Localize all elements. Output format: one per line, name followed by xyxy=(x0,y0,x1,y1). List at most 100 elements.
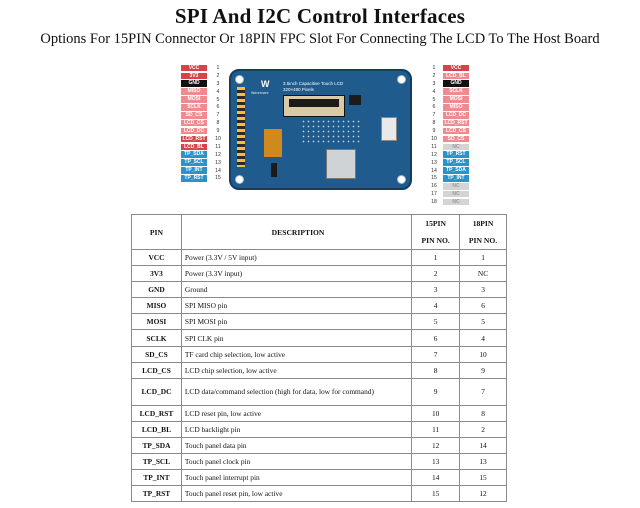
pin15-number-cell: 6 xyxy=(411,329,461,347)
left-pin-number: 3 xyxy=(216,80,220,87)
right-pin-number: 17 xyxy=(431,191,437,198)
pin15-number-cell: 1 xyxy=(411,248,461,267)
description-cell: SPI CLK pin xyxy=(180,329,413,347)
touch-connector xyxy=(271,163,277,177)
pin15-number-cell: 14 xyxy=(411,469,461,487)
left-pin-number: 10 xyxy=(215,135,221,142)
description-cell: TF card chip selection, low active xyxy=(180,345,413,363)
description-cell: Ground xyxy=(180,281,413,299)
header-description: DESCRIPTION xyxy=(180,214,413,250)
left-pin-label: MOSI xyxy=(181,96,207,103)
description-cell: LCD reset pin, low active xyxy=(180,404,413,422)
right-pin-number: 14 xyxy=(431,167,437,174)
left-pin-number: 1 xyxy=(216,64,220,71)
pin-name-cell: TP_RST xyxy=(131,485,182,503)
pin18-number-cell: 4 xyxy=(459,329,507,347)
header-15pin-line1: 15PIN xyxy=(425,219,446,228)
right-pin-label: LCD_DC xyxy=(443,112,469,119)
left-pin-label: SCLK xyxy=(181,104,207,111)
mounting-hole xyxy=(235,175,244,184)
left-pin-row: LCD_RST 10 xyxy=(181,135,227,143)
left-pin-label: LCD_RST xyxy=(181,135,207,143)
right-pin-number: 16 xyxy=(431,183,437,190)
left-pin-number: 4 xyxy=(216,88,220,95)
pin-name-cell: LCD_BL xyxy=(131,420,182,438)
mounting-hole xyxy=(397,75,406,84)
pin-name-cell: SCLK xyxy=(131,329,182,347)
pin18-number-cell: 9 xyxy=(459,361,507,379)
right-pin-label: NC xyxy=(443,190,469,198)
pin-name-cell: LCD_DC xyxy=(131,377,182,406)
description-cell: Touch panel interrupt pin xyxy=(180,469,413,487)
description-cell: LCD chip selection, low active xyxy=(180,361,413,379)
pin18-number-cell: 6 xyxy=(459,297,507,315)
pin15-number-cell: 13 xyxy=(411,453,461,471)
pin15-number-cell: 7 xyxy=(411,345,461,363)
description-cell: Touch panel clock pin xyxy=(180,453,413,471)
left-pin-number: 7 xyxy=(216,112,220,119)
right-pin-label: SD_CS xyxy=(443,135,469,143)
table-header-row: PIN DESCRIPTION 15PIN PIN NO. 18PIN PIN … xyxy=(131,214,507,250)
connector-latch xyxy=(289,99,339,107)
header-18pin-line2: PIN NO. xyxy=(468,236,498,245)
pin18-number-cell: 15 xyxy=(459,469,507,487)
left-pin-label: TP_INT xyxy=(181,167,207,174)
header-pin: PIN xyxy=(131,214,182,250)
pin15-number-cell: 12 xyxy=(411,436,461,455)
left-pin-number: 14 xyxy=(215,167,221,174)
pin18-number-cell: 1 xyxy=(459,248,507,267)
right-pin-row: 10 SD_CS xyxy=(427,135,473,143)
right-pin-label: TP_INT xyxy=(443,175,469,182)
right-pin-number: 11 xyxy=(431,143,437,150)
left-pin-number: 5 xyxy=(216,96,220,103)
right-pin-number: 15 xyxy=(431,175,437,182)
pin-name-cell: VCC xyxy=(131,248,182,267)
page-title: SPI And I2C Control Interfaces xyxy=(174,4,466,28)
pin15-number-cell: 10 xyxy=(411,404,461,422)
pin-name-cell: MOSI xyxy=(131,313,182,331)
right-pin-number: 13 xyxy=(431,159,437,166)
header-18pin: 18PIN PIN NO. xyxy=(459,214,507,250)
header-15pin: 15PIN PIN NO. xyxy=(411,214,461,250)
pin-name-cell: 3V3 xyxy=(131,265,182,283)
right-pin-number: 6 xyxy=(432,104,436,111)
mounting-hole xyxy=(235,75,244,84)
description-cell: Touch panel data pin xyxy=(180,436,413,455)
right-pin-number: 10 xyxy=(431,135,437,142)
left-pin-number: 9 xyxy=(216,128,220,135)
right-pin-label: NC xyxy=(443,143,469,151)
page-subtitle: Options For 15PIN Connector Or 18PIN FPC… xyxy=(40,31,600,47)
right-pin-label: VCC xyxy=(443,64,469,72)
pin-name-cell: LCD_CS xyxy=(131,361,182,379)
pin-description-table: PIN DESCRIPTION 15PIN PIN NO. 18PIN PIN … xyxy=(131,214,507,503)
right-pin-label: LCD_BL xyxy=(443,72,469,80)
pin-name-cell: LCD_RST xyxy=(131,404,182,422)
description-cell: LCD data/command selection (high for dat… xyxy=(180,377,413,406)
pin15-number-cell: 11 xyxy=(411,420,461,438)
pin18-number-cell: 7 xyxy=(459,377,507,406)
